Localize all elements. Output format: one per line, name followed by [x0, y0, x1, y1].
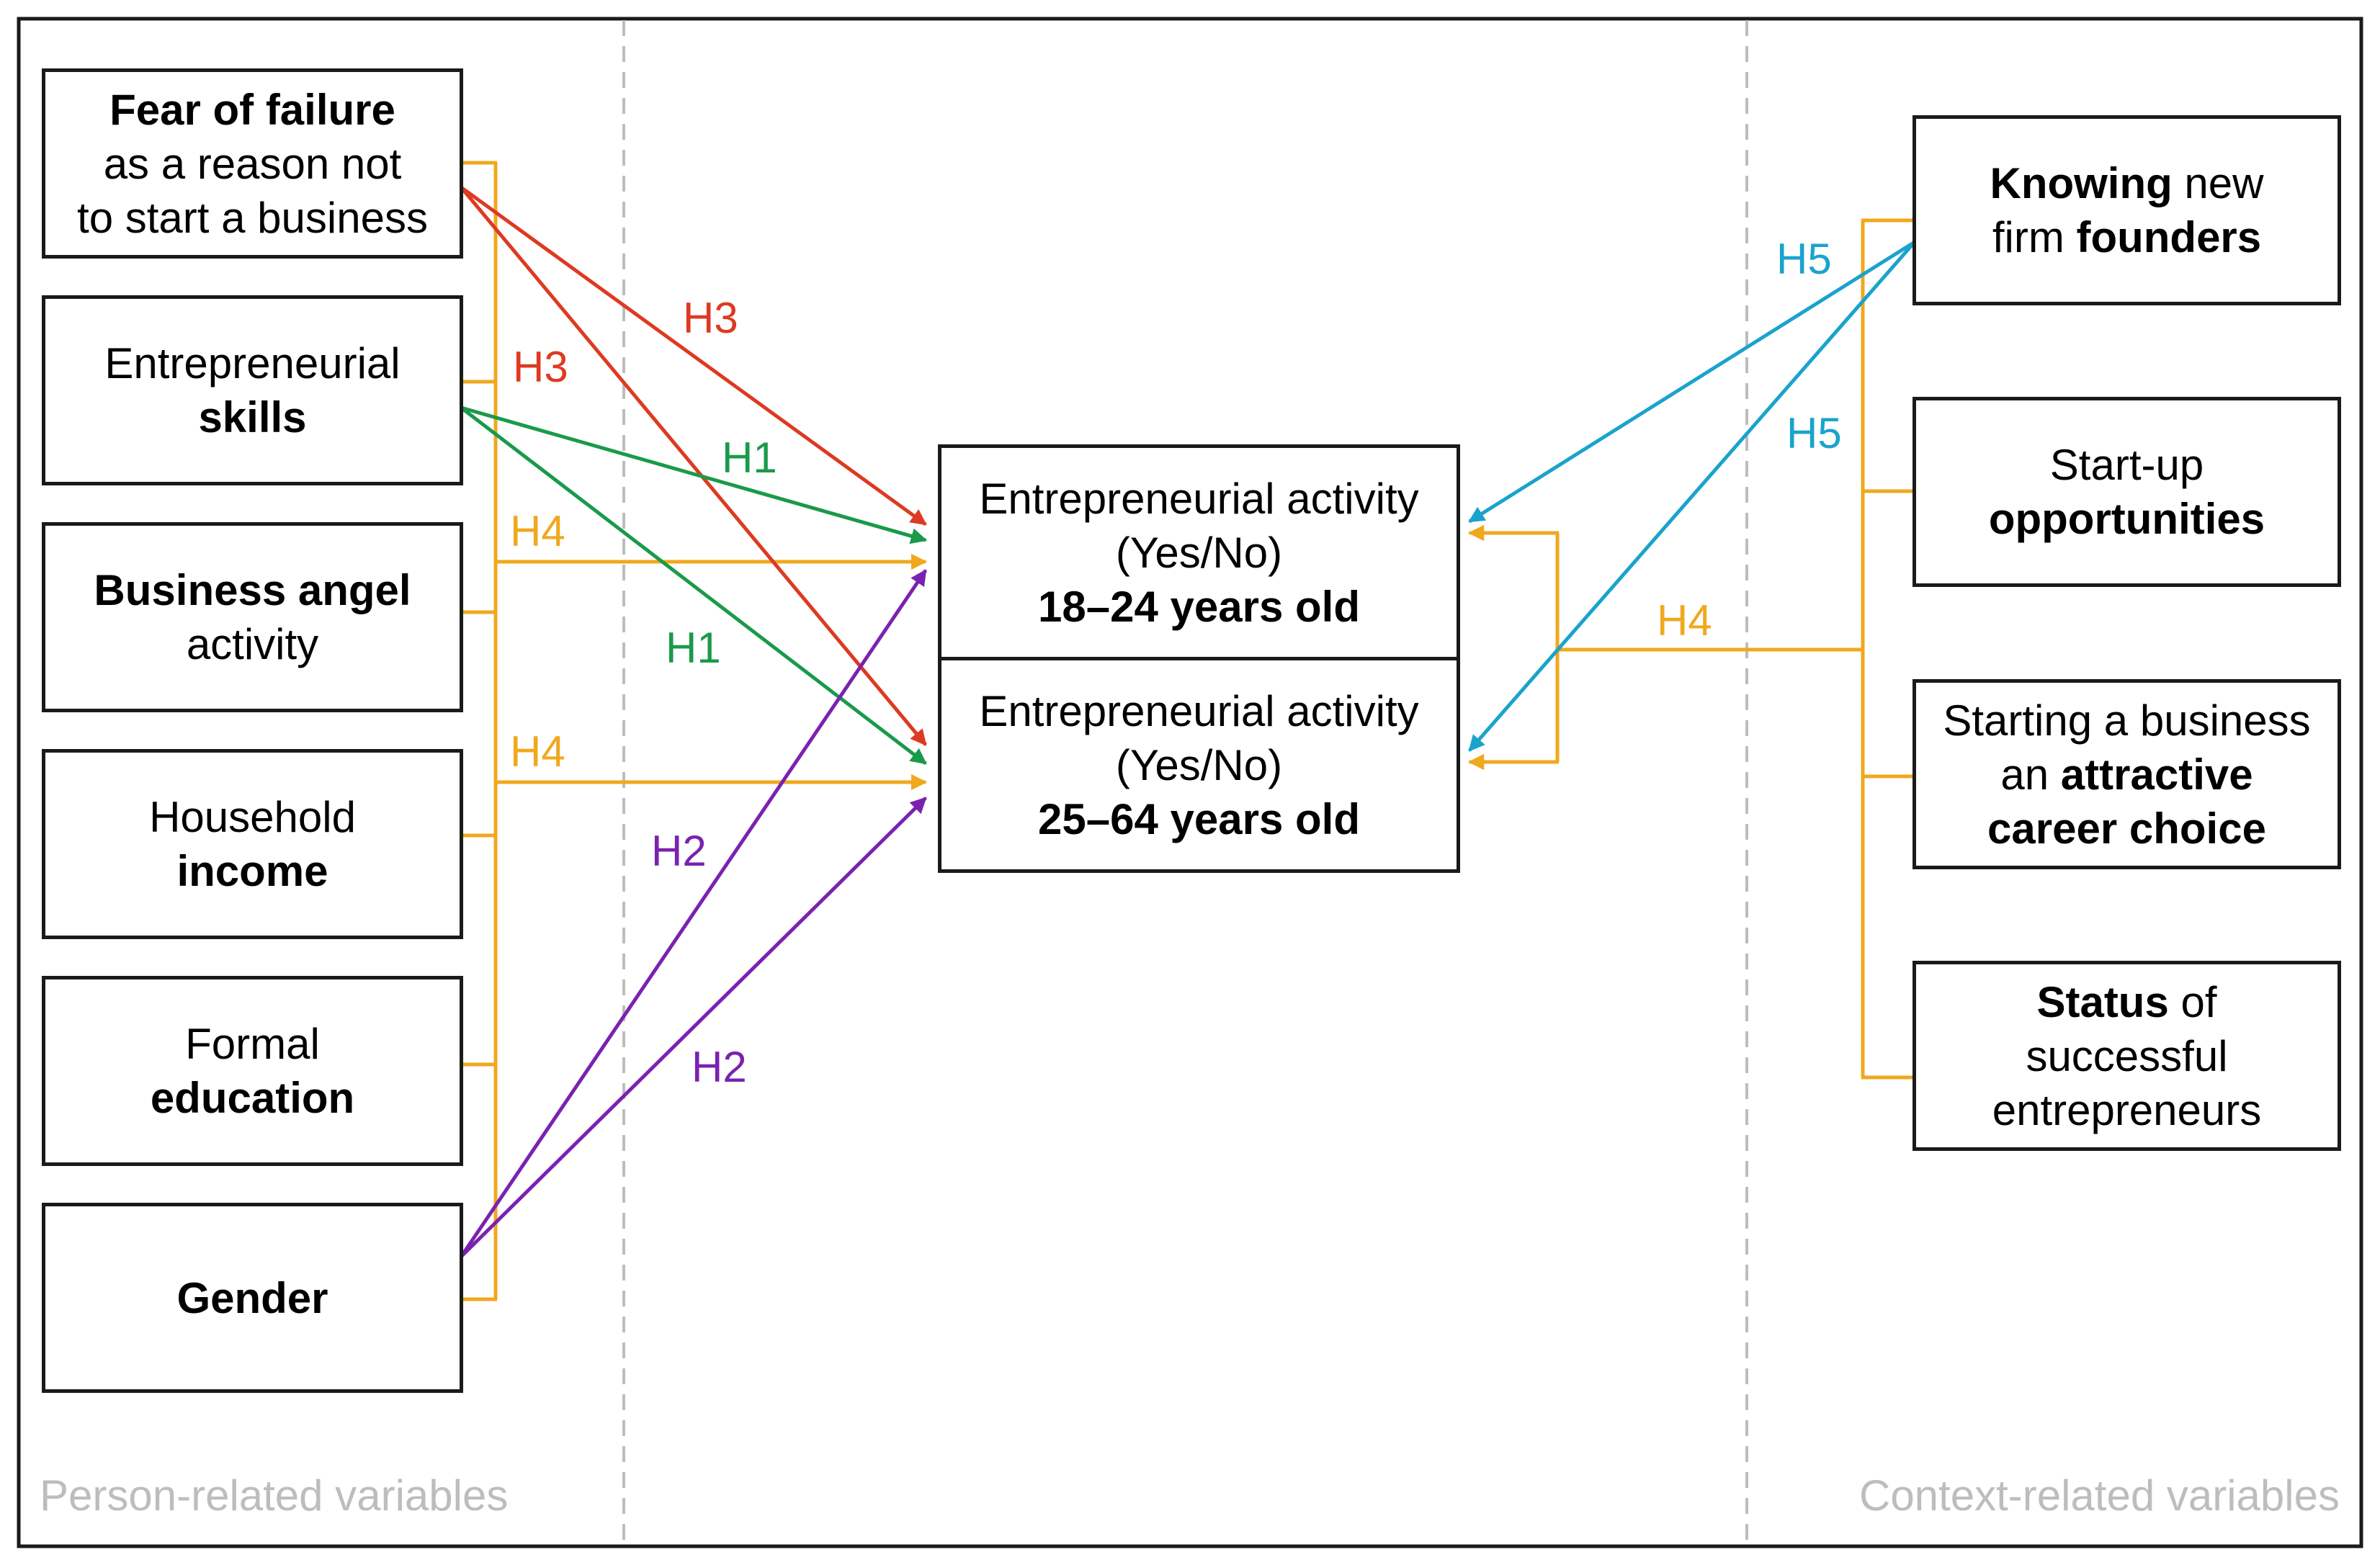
var-business-angel: Business angel activity: [42, 522, 463, 712]
var-startup-opportunities: Start-up opportunities: [1912, 397, 2341, 587]
var-line: successful: [2026, 1029, 2227, 1083]
var-text: education: [150, 1074, 355, 1122]
outcome-line: (Yes/No): [1116, 738, 1282, 792]
var-text: Formal: [185, 1020, 320, 1068]
var-text: of: [2168, 977, 2217, 1026]
var-line: Status of: [2036, 975, 2216, 1029]
var-text: opportunities: [1988, 495, 2265, 543]
var-line: Fear of failure: [109, 83, 395, 137]
var-formal-education: Formal education: [42, 976, 463, 1166]
var-text: attractive: [2060, 750, 2253, 799]
var-text: Business angel: [94, 566, 411, 614]
outcome-text: Entrepreneurial activity: [979, 686, 1419, 735]
var-line: to start a business: [77, 191, 428, 245]
var-text: Gender: [176, 1273, 328, 1322]
outcome-line: 18–24 years old: [1038, 580, 1360, 634]
var-line: Start-up: [2050, 438, 2204, 492]
outcome-text: (Yes/No): [1115, 528, 1283, 577]
var-text: to start a business: [77, 193, 428, 242]
var-line: career choice: [1987, 802, 2266, 856]
h2-label-upper: H2: [651, 827, 707, 875]
var-text: Knowing: [1990, 159, 2173, 207]
var-text: as a reason not: [103, 139, 402, 188]
var-text: Household: [149, 793, 356, 841]
outcome-line: 25–64 years old: [1038, 792, 1360, 846]
region-label-person: Person-related variables: [40, 1471, 509, 1520]
var-line: Household: [149, 790, 356, 844]
var-text: Start-up: [2049, 441, 2204, 489]
var-text: Entrepreneurial: [104, 339, 401, 387]
var-entrepreneurial-skills: Entrepreneurial skills: [42, 295, 463, 485]
var-attractive-career: Starting a business an attractive career…: [1912, 679, 2341, 869]
var-knowing-founders: Knowing new firm founders: [1912, 115, 2341, 305]
var-line: Starting a business: [1943, 694, 2310, 748]
h1-label-upper: H1: [722, 434, 777, 482]
h5-label-upper: H5: [1776, 235, 1832, 283]
h1-label-lower: H1: [666, 624, 721, 672]
var-line: as a reason not: [104, 137, 402, 191]
h2-arrow-adult: [460, 797, 927, 1258]
var-line: income: [176, 844, 328, 898]
var-line: Entrepreneurial: [104, 336, 400, 390]
var-line: activity: [187, 617, 318, 671]
var-text: new: [2172, 159, 2264, 207]
outer-frame: [17, 17, 2363, 1548]
h5-arrow-adult: [1468, 241, 1916, 752]
var-text: income: [176, 847, 328, 895]
h4-person-bracket: [461, 161, 498, 1301]
var-text: skills: [198, 393, 307, 441]
var-line: skills: [198, 390, 306, 444]
var-gender: Gender: [42, 1203, 463, 1393]
var-text: founders: [2076, 213, 2262, 261]
var-text: career choice: [1987, 804, 2266, 853]
var-status-entrepreneurs: Status of successful entrepreneurs: [1912, 961, 2341, 1151]
var-line: Business angel: [94, 563, 411, 617]
h4-label-person-upper: H4: [510, 507, 565, 555]
h5-arrow-young: [1468, 240, 1916, 524]
var-line: opportunities: [1989, 492, 2265, 546]
var-line: education: [151, 1071, 354, 1125]
outcome-text: 18–24 years old: [1038, 582, 1360, 631]
h3-arrow-adult: [460, 186, 927, 746]
outcome-line: Entrepreneurial activity: [979, 684, 1418, 738]
var-text: Fear of failure: [109, 85, 395, 134]
var-household-income: Household income: [42, 749, 463, 939]
var-text: successful: [2026, 1031, 2228, 1080]
h2-label-lower: H2: [692, 1043, 747, 1091]
var-text: entrepreneurs: [1992, 1085, 2262, 1134]
outcome-text: 25–64 years old: [1038, 794, 1360, 843]
var-text: an: [2000, 750, 2061, 799]
h3-label-upper: H3: [683, 294, 738, 342]
var-fear-of-failure: Fear of failure as a reason not to start…: [42, 68, 463, 259]
var-text: firm: [1992, 213, 2077, 261]
h4-label-context: H4: [1657, 596, 1712, 645]
h2-arrow-young: [459, 569, 928, 1258]
h1-arrow-adult: [460, 406, 927, 765]
h4-context-bracket: [1555, 218, 1913, 1080]
var-text: Status: [2036, 977, 2169, 1026]
h3-label-lower: H3: [513, 343, 568, 391]
var-text: activity: [186, 620, 319, 668]
h1-arrow-young: [460, 405, 928, 544]
h3-arrow-young: [460, 185, 927, 526]
var-line: firm founders: [1992, 210, 2261, 264]
outcome-text: Entrepreneurial activity: [979, 474, 1419, 523]
var-line: Formal: [185, 1017, 320, 1071]
outcome-text: (Yes/No): [1115, 740, 1283, 789]
var-line: Gender: [176, 1271, 328, 1325]
outcome-25-64: Entrepreneurial activity (Yes/No) 25–64 …: [938, 657, 1460, 873]
outcome-line: (Yes/No): [1116, 526, 1282, 580]
var-line: Knowing new: [1990, 156, 2263, 210]
var-line: entrepreneurs: [1992, 1083, 2262, 1137]
outcome-line: Entrepreneurial activity: [979, 472, 1418, 526]
h4-label-person-lower: H4: [510, 727, 565, 776]
var-line: an attractive: [2000, 748, 2252, 802]
h5-label-lower: H5: [1786, 409, 1842, 457]
region-label-context: Context-related variables: [1858, 1471, 2340, 1520]
outcome-18-24: Entrepreneurial activity (Yes/No) 18–24 …: [938, 444, 1460, 660]
var-text: Starting a business: [1943, 696, 2311, 745]
